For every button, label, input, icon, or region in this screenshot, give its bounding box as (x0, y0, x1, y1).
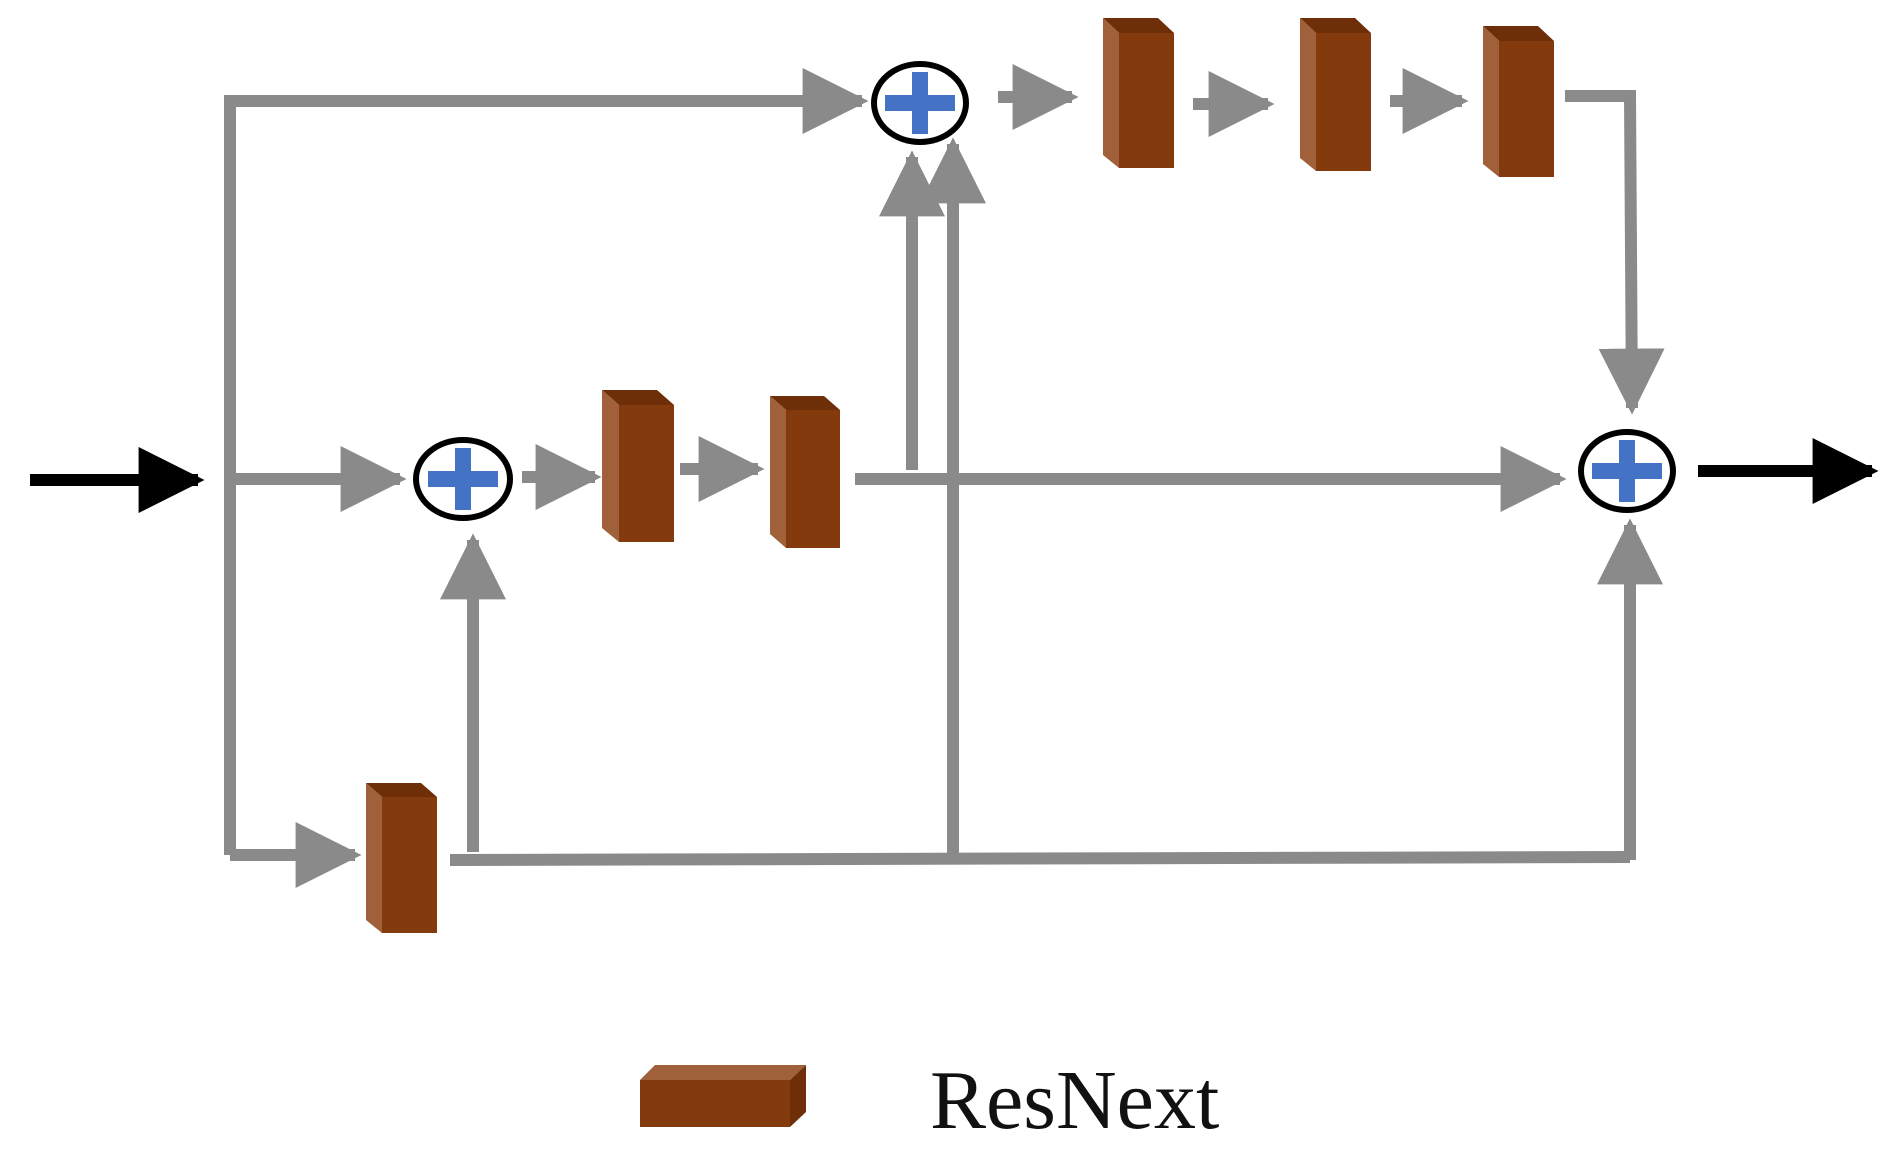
circled-plus-icon (871, 61, 969, 145)
resnext-block-icon (1483, 26, 1554, 177)
block-top-2 (1300, 18, 1371, 171)
resnext-block-icon (602, 390, 674, 542)
resnext-block-icon (366, 783, 437, 933)
connector-block-bottom-line (449, 851, 1631, 866)
circled-plus-icon (1578, 429, 1676, 513)
resnext-block-icon (1300, 18, 1371, 171)
block-mid-2 (770, 396, 840, 548)
block-mid-1 (602, 390, 674, 542)
connector-trunk-to-sum-top (224, 68, 869, 855)
sum-node-output (1578, 429, 1676, 513)
legend: ResNext (640, 1054, 1219, 1147)
block-top-1 (1103, 18, 1174, 168)
circled-plus-icon (413, 437, 513, 521)
resnext-block-icon (1103, 18, 1174, 168)
block-top-3 (1483, 26, 1554, 177)
sum-node-mid (413, 437, 513, 521)
block-bottom (366, 783, 437, 933)
connectors (224, 64, 1665, 888)
sum-node-top (871, 61, 969, 145)
connector-block-top-3-to-sum-out (1565, 90, 1665, 415)
resnext-block-icon (770, 396, 840, 548)
resnext-block-icon (640, 1065, 806, 1127)
legend-label: ResNext (930, 1054, 1219, 1147)
legend-swatch (640, 1065, 806, 1127)
